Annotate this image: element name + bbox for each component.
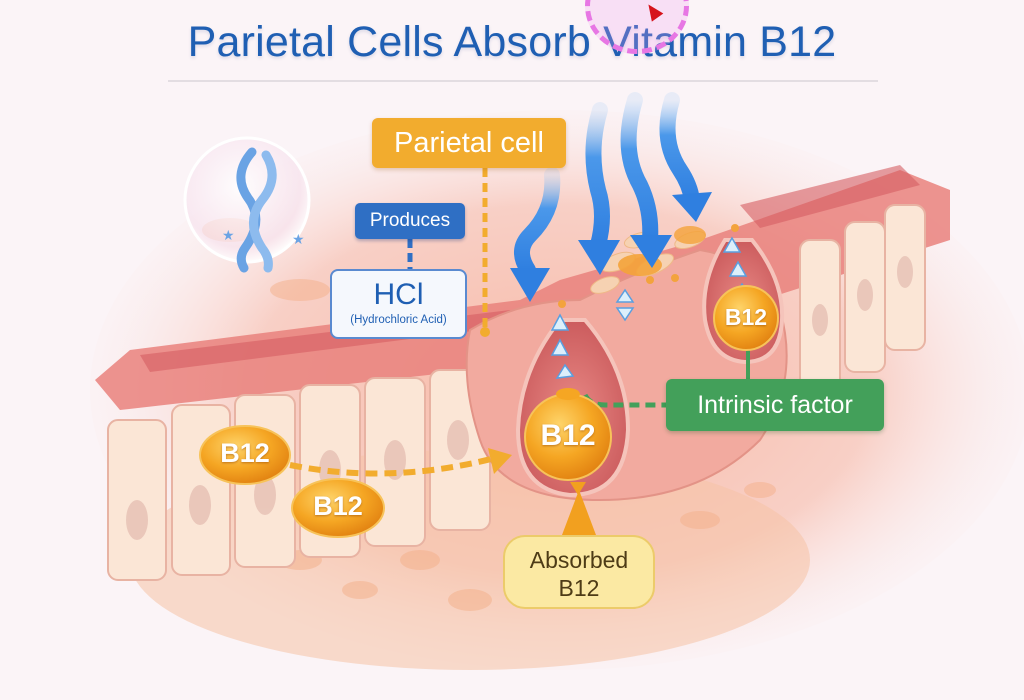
svg-text:★: ★ bbox=[222, 227, 235, 243]
absorbed-line-1: Absorbed bbox=[529, 547, 629, 573]
hcl-label: HCl bbox=[373, 278, 424, 311]
b12-absorbed-orb-label: B12 bbox=[540, 419, 596, 452]
absorbed-line-2: B12 bbox=[558, 575, 600, 601]
b12-molecule-2 bbox=[291, 478, 385, 538]
b12-molecule-2-label: B12 bbox=[313, 491, 363, 521]
produces-label: Produces bbox=[355, 203, 465, 239]
wavy-down-arrow-icon bbox=[514, 92, 700, 278]
title-divider bbox=[168, 80, 878, 82]
b12-molecule-1-label: B12 bbox=[220, 438, 270, 468]
svg-text:★: ★ bbox=[292, 231, 305, 247]
b12-bound-orb-label: B12 bbox=[724, 304, 768, 330]
b12-path-connector bbox=[289, 455, 496, 477]
double-helix-bubble-icon: ★ ★ bbox=[183, 136, 311, 273]
parietal-cell-label: Parietal cell bbox=[372, 118, 566, 168]
page-title: Parietal Cells Absorb Vitamin B12 bbox=[187, 18, 837, 66]
b12-bound-orb bbox=[713, 285, 779, 351]
absorbed-b12-label: Absorbed B12 bbox=[503, 535, 655, 609]
hcl-box: HCl (Hydrochloric Acid) bbox=[330, 269, 467, 339]
b12-molecule-1 bbox=[199, 425, 291, 485]
absorbed-pointer bbox=[562, 490, 596, 535]
hcl-full-name: (Hydrochloric Acid) bbox=[350, 314, 447, 326]
intrinsic-factor-label: Intrinsic factor bbox=[666, 379, 884, 431]
arrow-heads bbox=[510, 192, 712, 302]
